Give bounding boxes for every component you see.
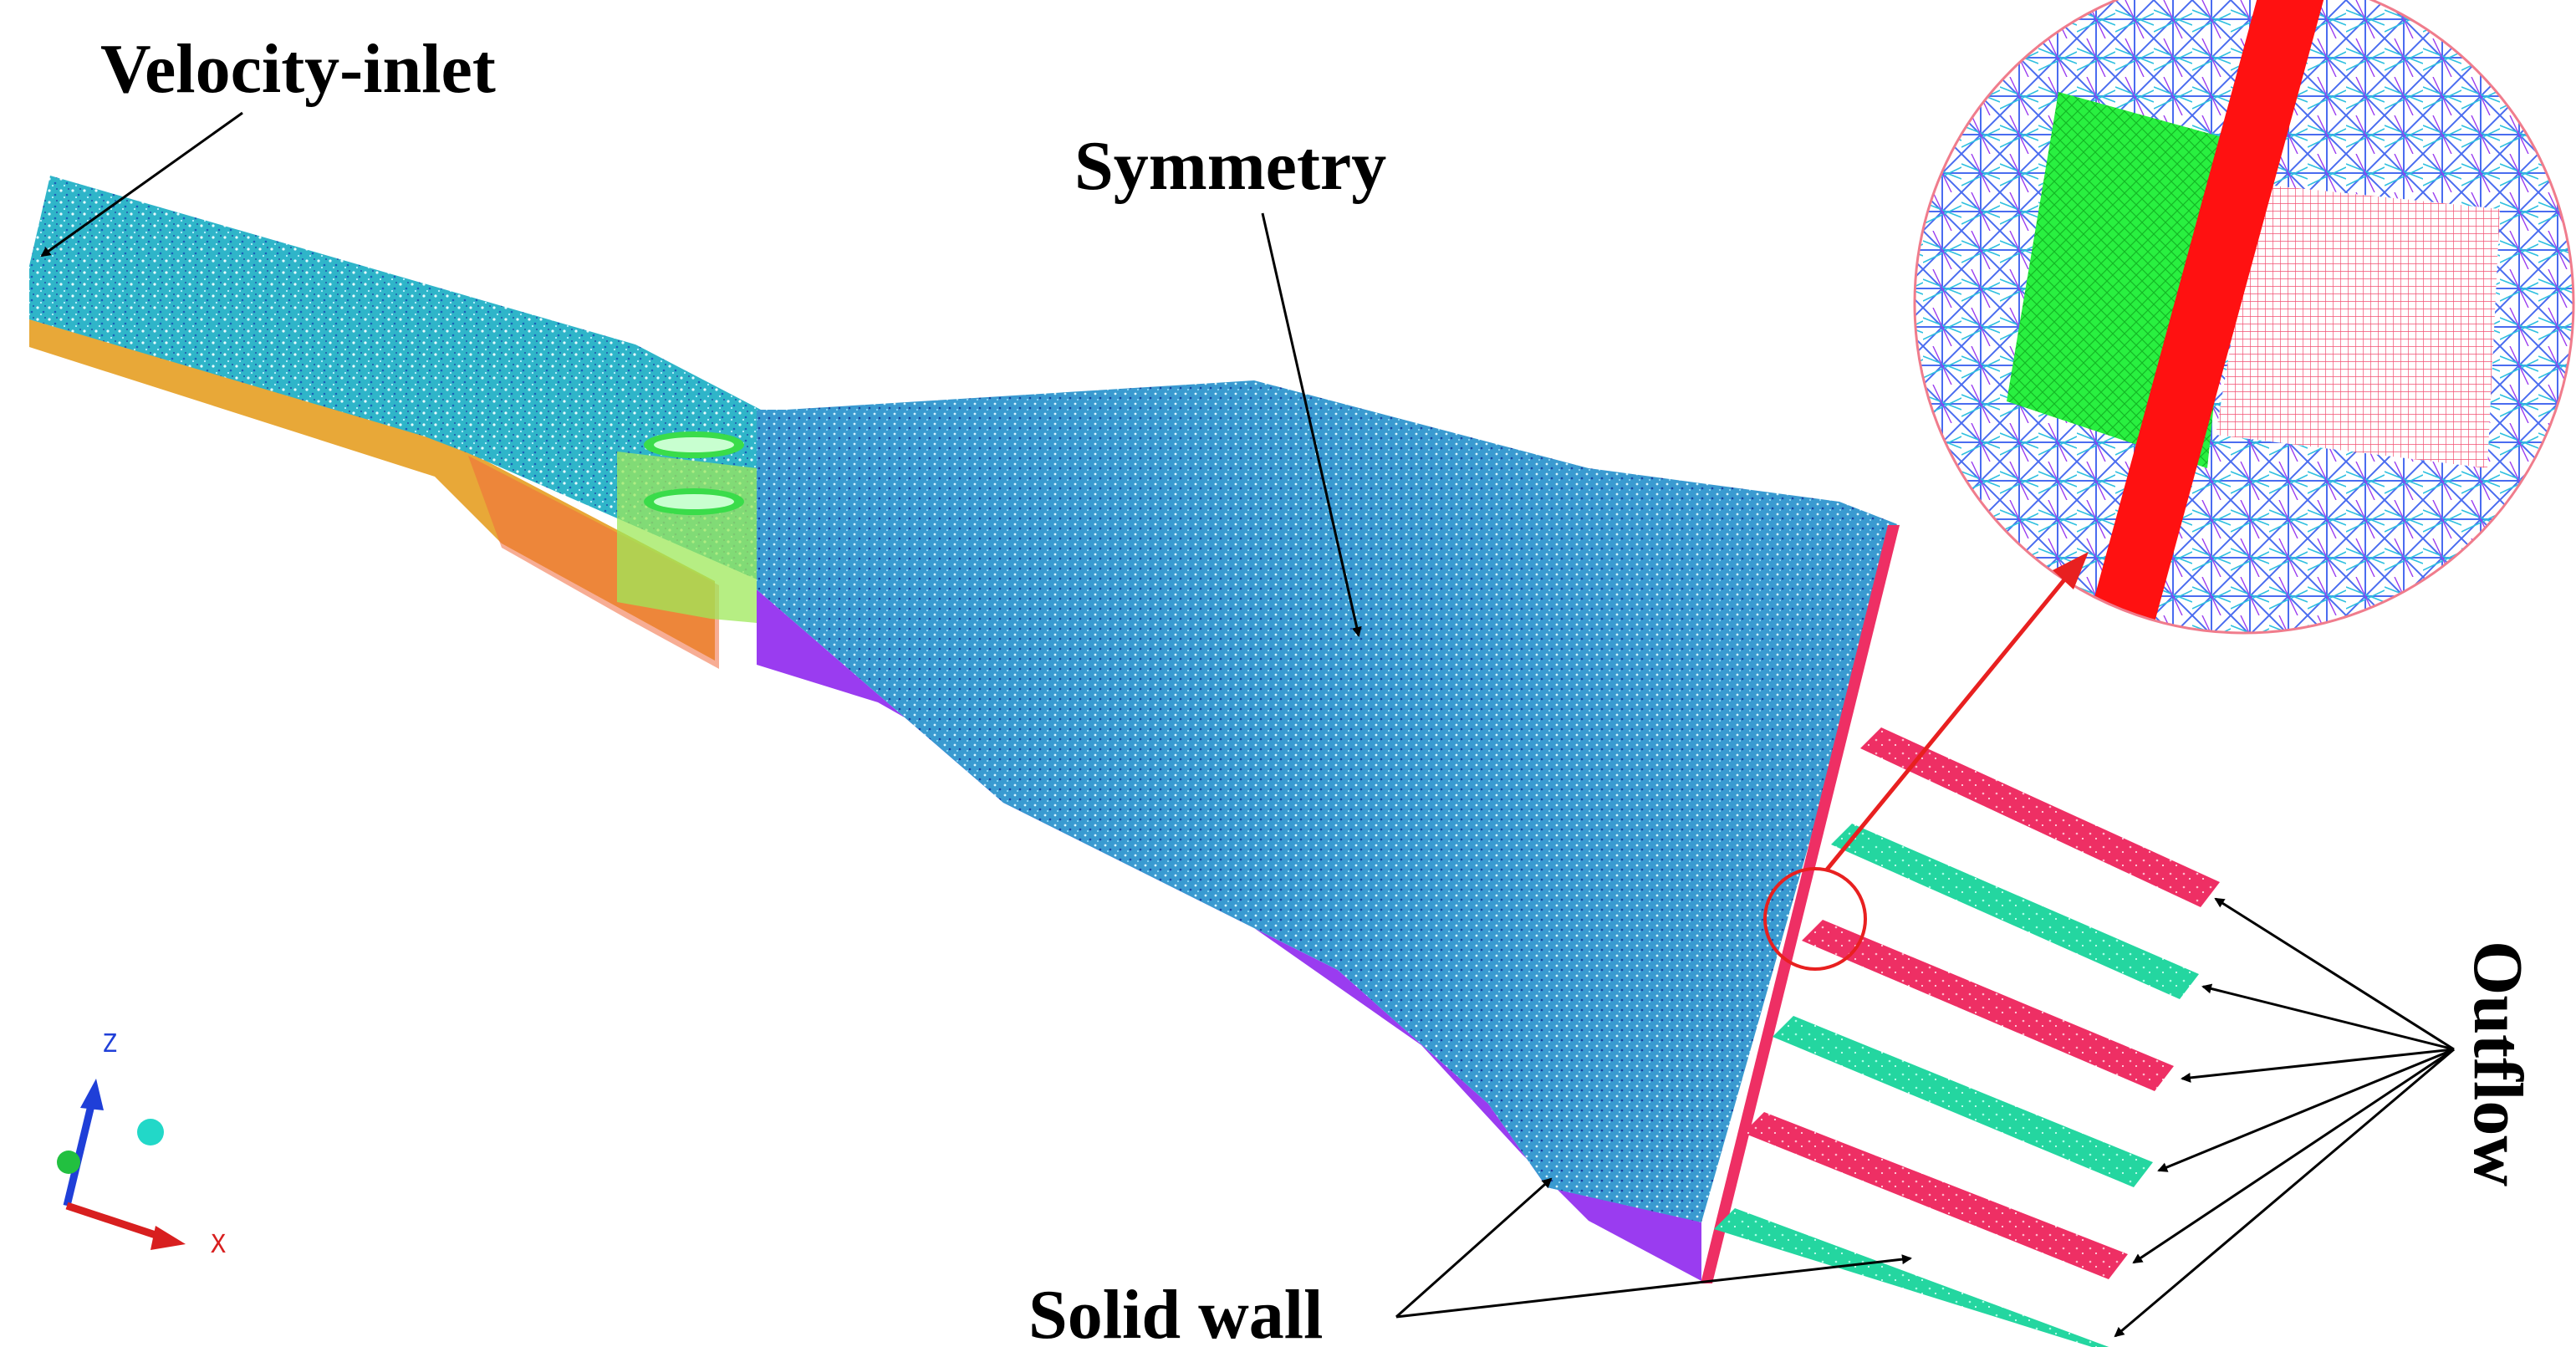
- zoom-inset: [1913, 0, 2575, 635]
- label-velocity-inlet: Velocity-inlet: [100, 30, 496, 108]
- inlet-wall-red-tint: [468, 456, 719, 669]
- outflow-pipe-2: [1831, 824, 2199, 999]
- arrow-icon: [1261, 212, 1362, 637]
- label-outflow: Outflow: [2459, 941, 2537, 1186]
- arrow-icon: [1395, 1254, 1912, 1319]
- outlet-wall-edge: [1701, 525, 1900, 1283]
- arrow-icon: [2181, 1048, 2455, 1083]
- axis-label-x: X: [211, 1230, 226, 1259]
- outflow-pipe-4: [1773, 1016, 2153, 1187]
- arrow-icon: [2201, 983, 2455, 1051]
- label-symmetry: Symmetry: [1074, 127, 1386, 205]
- basin-wall-purple: [757, 589, 1701, 1281]
- inlet-wall-bottom: [29, 319, 715, 661]
- inlet-channel-top: [29, 176, 761, 581]
- outflow-pipe-5: [1743, 1112, 2128, 1279]
- magnifier-circle-icon: [1763, 867, 1867, 971]
- arrow-icon: [2114, 1048, 2455, 1338]
- label-solid-wall: Solid wall: [1028, 1276, 1323, 1347]
- zoom-connector-arrow: [1825, 567, 2075, 871]
- mesh-domain: [29, 176, 2220, 1347]
- arrow-icon: [1395, 1177, 1553, 1319]
- arrow-icon: [2132, 1048, 2455, 1264]
- outflow-pipes: [1714, 727, 2220, 1347]
- gate-region: [617, 452, 757, 623]
- axis-triad-icon: Z X: [57, 1029, 226, 1259]
- annotation-arrows: [40, 111, 2455, 1338]
- arrow-icon: [2214, 897, 2455, 1051]
- axis-label-z: Z: [102, 1029, 117, 1059]
- arrow-icon: [2157, 1048, 2455, 1172]
- outflow-pipe-3: [1802, 920, 2174, 1091]
- arrow-icon: [40, 111, 243, 258]
- outflow-pipe-6: [1714, 1208, 2109, 1347]
- zoom-red-wall: [2082, 0, 2333, 633]
- zoom-red-grid: [2216, 184, 2500, 468]
- outflow-pipe-1: [1860, 727, 2220, 907]
- basin-symmetry-plane: [757, 380, 1900, 1222]
